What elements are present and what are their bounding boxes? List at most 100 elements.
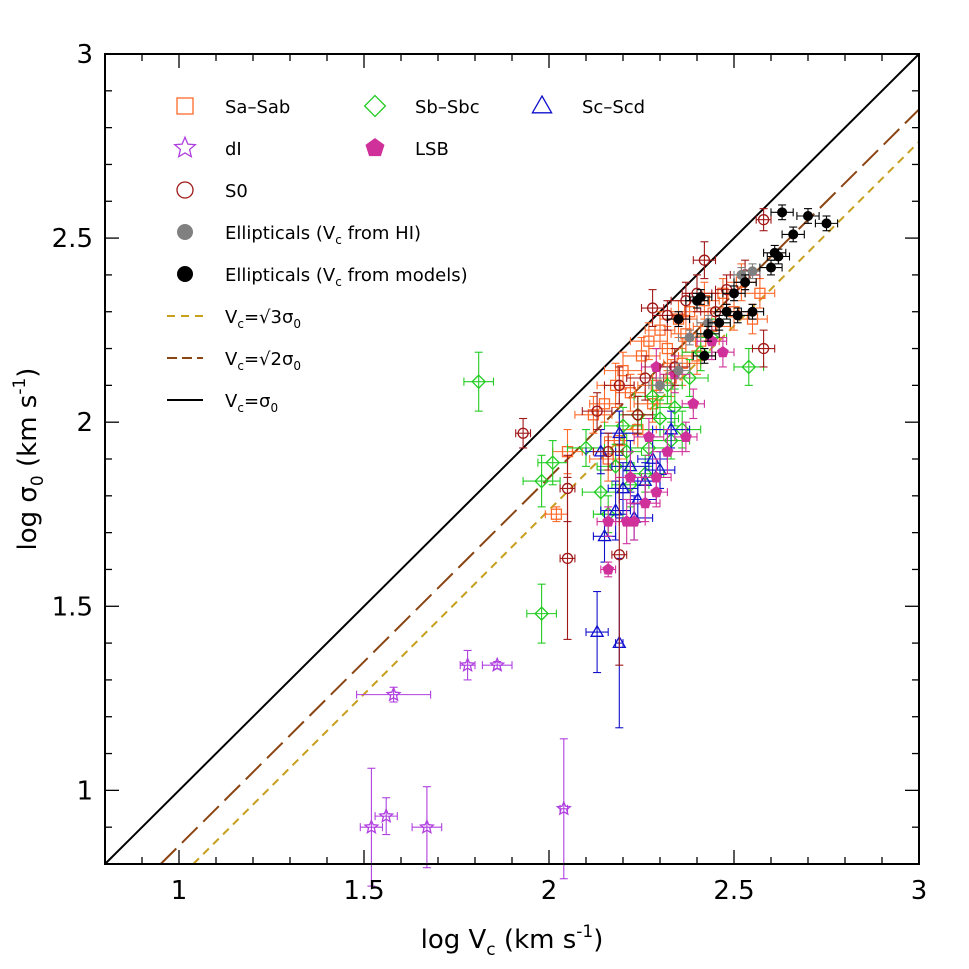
- data-point: [684, 332, 695, 343]
- error-bar: [526, 583, 557, 644]
- data-point: [680, 430, 692, 442]
- data-point: [732, 310, 743, 321]
- data-point: [766, 262, 776, 273]
- data-point: [699, 350, 710, 361]
- data-point: [545, 455, 561, 471]
- data-point: [378, 807, 395, 823]
- x-tick-label: 1.5: [343, 876, 384, 906]
- y-tick-label: 1.5: [52, 592, 93, 622]
- legend-triangle-swatch: [531, 94, 553, 114]
- data-point: [630, 491, 645, 505]
- legend-diamond-swatch: [363, 94, 387, 118]
- data-point: [643, 430, 655, 442]
- data-point: [747, 306, 758, 317]
- data-point: [602, 563, 615, 575]
- data-point: [821, 218, 832, 229]
- data-point: [550, 508, 563, 520]
- y-tick-label: 2.5: [52, 224, 93, 254]
- data-point: [650, 471, 663, 483]
- data-point: [673, 365, 684, 376]
- legend-label: Vc=σ0: [225, 391, 278, 415]
- data-point: [617, 364, 629, 377]
- data-point: [555, 800, 572, 816]
- legend-label: Sc–Scd: [582, 97, 645, 118]
- legend-item: Sb–Sbc: [363, 94, 480, 118]
- error-bar: [640, 289, 665, 328]
- data-point: [655, 380, 665, 391]
- data-point: [517, 427, 529, 439]
- data-point: [597, 528, 612, 542]
- data-point: [639, 372, 651, 384]
- error-bar: [411, 786, 443, 869]
- data-point: [534, 473, 550, 489]
- data-point: [747, 266, 758, 277]
- data-point: [777, 207, 788, 218]
- data-point: [608, 458, 624, 474]
- error-bar: [692, 241, 717, 280]
- y-tick-label: 2: [76, 408, 93, 438]
- error-bar: [655, 388, 694, 427]
- data-point: [695, 292, 706, 302]
- legend-item: LSB: [365, 138, 449, 160]
- data-point: [624, 471, 637, 483]
- x-tick-label: 3: [911, 876, 928, 906]
- data-point: [773, 251, 784, 262]
- data-point: [587, 409, 600, 421]
- error-bar: [522, 454, 561, 508]
- data-point: [602, 445, 614, 458]
- data-point: [489, 656, 506, 672]
- data-point: [589, 624, 605, 637]
- error-bar: [585, 590, 609, 674]
- legend-label: Ellipticals (Vc from models): [225, 265, 468, 289]
- error-bar: [581, 392, 613, 431]
- legend-label: LSB: [415, 139, 449, 160]
- data-point: [645, 388, 661, 404]
- data-point: [757, 342, 770, 355]
- legend-item: Ellipticals (Vc from models): [177, 265, 468, 289]
- data-point: [714, 317, 725, 328]
- data-point: [652, 411, 668, 426]
- data-point: [418, 818, 435, 834]
- error-bar: [751, 329, 776, 368]
- error-bar: [463, 351, 495, 412]
- data-point: [687, 397, 700, 409]
- y-axis-label: log σ0 (km s-1): [10, 368, 48, 551]
- legend-item: Vc=√2σ0: [167, 349, 301, 373]
- data-point: [740, 277, 751, 288]
- legend-label: Vc=√2σ0: [225, 349, 301, 373]
- data-point: [459, 656, 476, 672]
- legend-circle-swatch: [177, 266, 193, 282]
- data-point: [615, 480, 631, 494]
- data-point: [628, 515, 640, 527]
- legend-pentagon-swatch: [365, 138, 385, 157]
- error-bar: [603, 366, 635, 405]
- data-point: [729, 288, 739, 299]
- legend-label: Ellipticals (Vc from HI): [225, 223, 421, 247]
- reference-lines: [104, 53, 920, 865]
- x-axis-label: log Vc (km s-1): [421, 922, 604, 960]
- data-point: [619, 444, 635, 460]
- error-bar: [592, 432, 624, 471]
- error-bar: [559, 738, 569, 880]
- data-point: [363, 818, 380, 834]
- reference-line-3: [104, 53, 920, 865]
- data-point: [673, 314, 684, 325]
- data-point: [612, 425, 627, 439]
- error-bar: [374, 797, 398, 836]
- data-point: [591, 405, 603, 417]
- series-4: [356, 649, 572, 887]
- data-point: [667, 400, 683, 415]
- legend-item: Vc=√3σ0: [167, 307, 301, 331]
- legend-square-swatch: [176, 97, 194, 115]
- legend-label: Sb–Sbc: [415, 97, 480, 118]
- error-bar: [359, 767, 384, 887]
- y-tick-label: 1: [76, 776, 93, 806]
- legend-label: dI: [225, 139, 242, 160]
- series-5: [596, 322, 735, 578]
- series-8: [666, 204, 839, 364]
- data-point: [717, 346, 729, 358]
- error-bar: [459, 649, 476, 681]
- data-point: [754, 287, 766, 299]
